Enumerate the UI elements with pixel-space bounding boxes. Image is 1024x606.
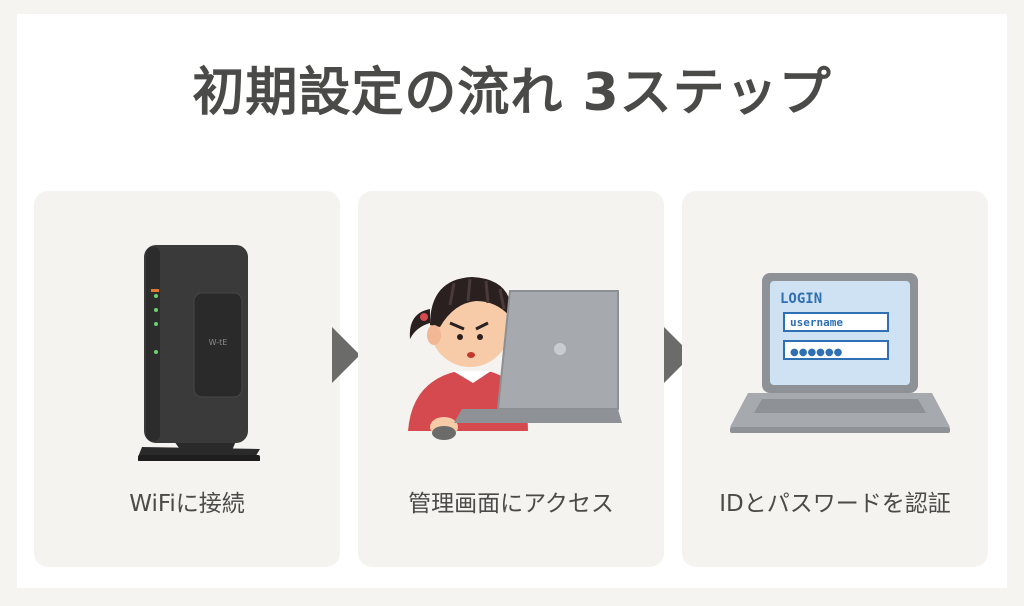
led-icon <box>154 308 158 312</box>
led-icon <box>154 294 158 298</box>
led-icon <box>154 322 158 326</box>
page-title: 初期設定の流れ 3ステップ <box>192 63 832 123</box>
login-password-field: ●●●●●● <box>790 347 843 358</box>
step-label-3: IDとパスワードを認証 <box>719 491 951 517</box>
laptop-login-illustration: LOGIN username ●●●●●● <box>730 273 950 433</box>
step-card-wifi: W-tE WiFiに接続 <box>34 191 340 567</box>
led-icon <box>154 350 158 354</box>
router-badge: W-tE <box>209 338 228 347</box>
login-username-field: username <box>790 316 843 329</box>
step-card-login: LOGIN username ●●●●●● IDとパスワードを認証 <box>682 191 988 567</box>
arrow-right-icon <box>664 327 692 383</box>
login-heading: LOGIN <box>780 291 822 307</box>
step-label-1: WiFiに接続 <box>129 491 245 517</box>
wifi-router-illustration: W-tE <box>138 245 260 461</box>
person-laptop-illustration <box>408 277 622 440</box>
arrow-right-icon <box>332 327 360 383</box>
step-card-admin: 管理画面にアクセス <box>358 191 664 567</box>
step-label-2: 管理画面にアクセス <box>408 491 614 517</box>
